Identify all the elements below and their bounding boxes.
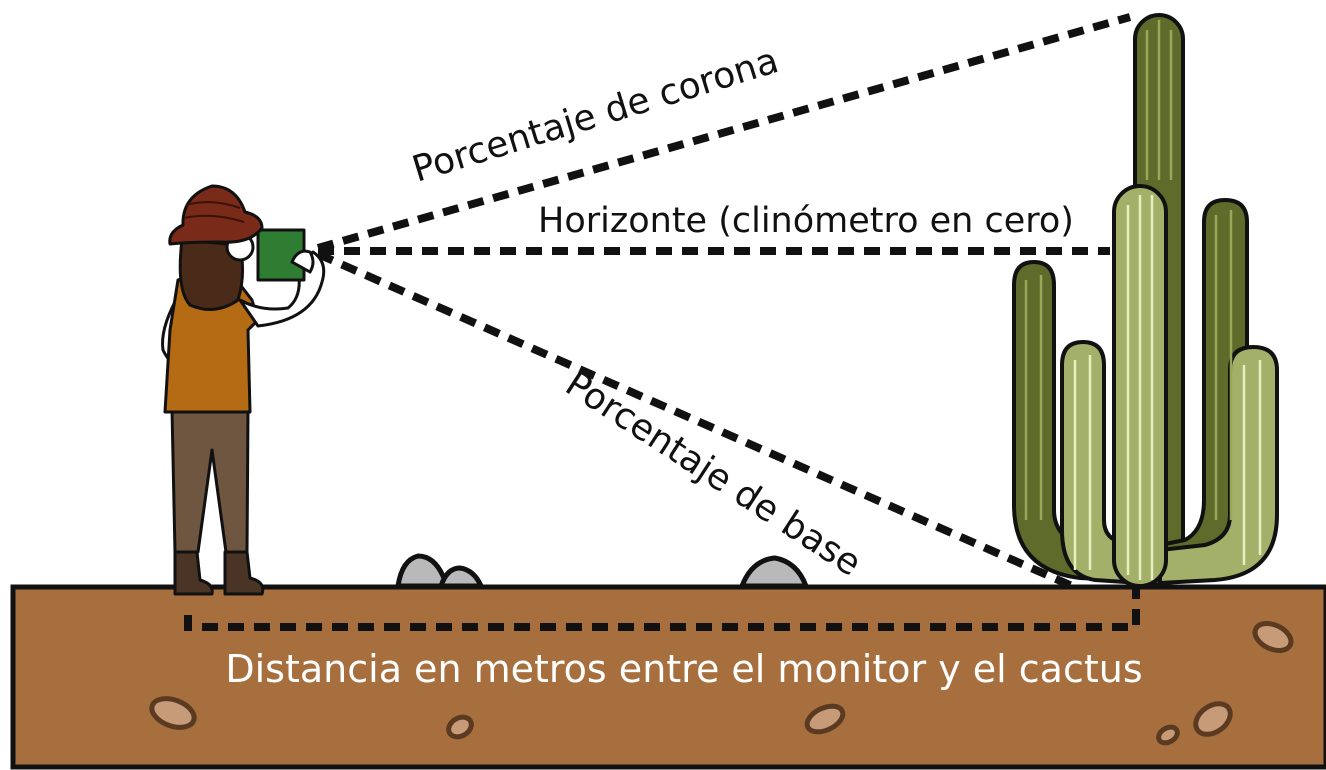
saguaro-cactus-icon	[1012, 13, 1279, 588]
ground	[10, 584, 1326, 770]
rock-icon	[395, 553, 451, 589]
distance-label: Distancia en metros entre el monitor y e…	[225, 647, 1142, 691]
rock-icon	[738, 555, 810, 589]
pebble-icon	[804, 703, 846, 735]
rocks	[395, 553, 810, 589]
base-line	[316, 250, 1074, 590]
sight-lines	[184, 13, 1140, 631]
pebble-icon	[149, 696, 197, 730]
rock-icon	[437, 565, 485, 589]
pebble-icon	[1193, 701, 1233, 737]
horizon-label: Horizonte (clinómetro en cero)	[538, 201, 1074, 241]
crown-line	[316, 13, 1132, 252]
pebble-icon	[1156, 724, 1180, 746]
pebbles	[149, 620, 1294, 746]
pebble-icon	[1252, 620, 1294, 654]
distance-line	[184, 588, 1140, 631]
person-with-clinometer-icon	[161, 184, 326, 596]
pebble-icon	[446, 714, 474, 740]
